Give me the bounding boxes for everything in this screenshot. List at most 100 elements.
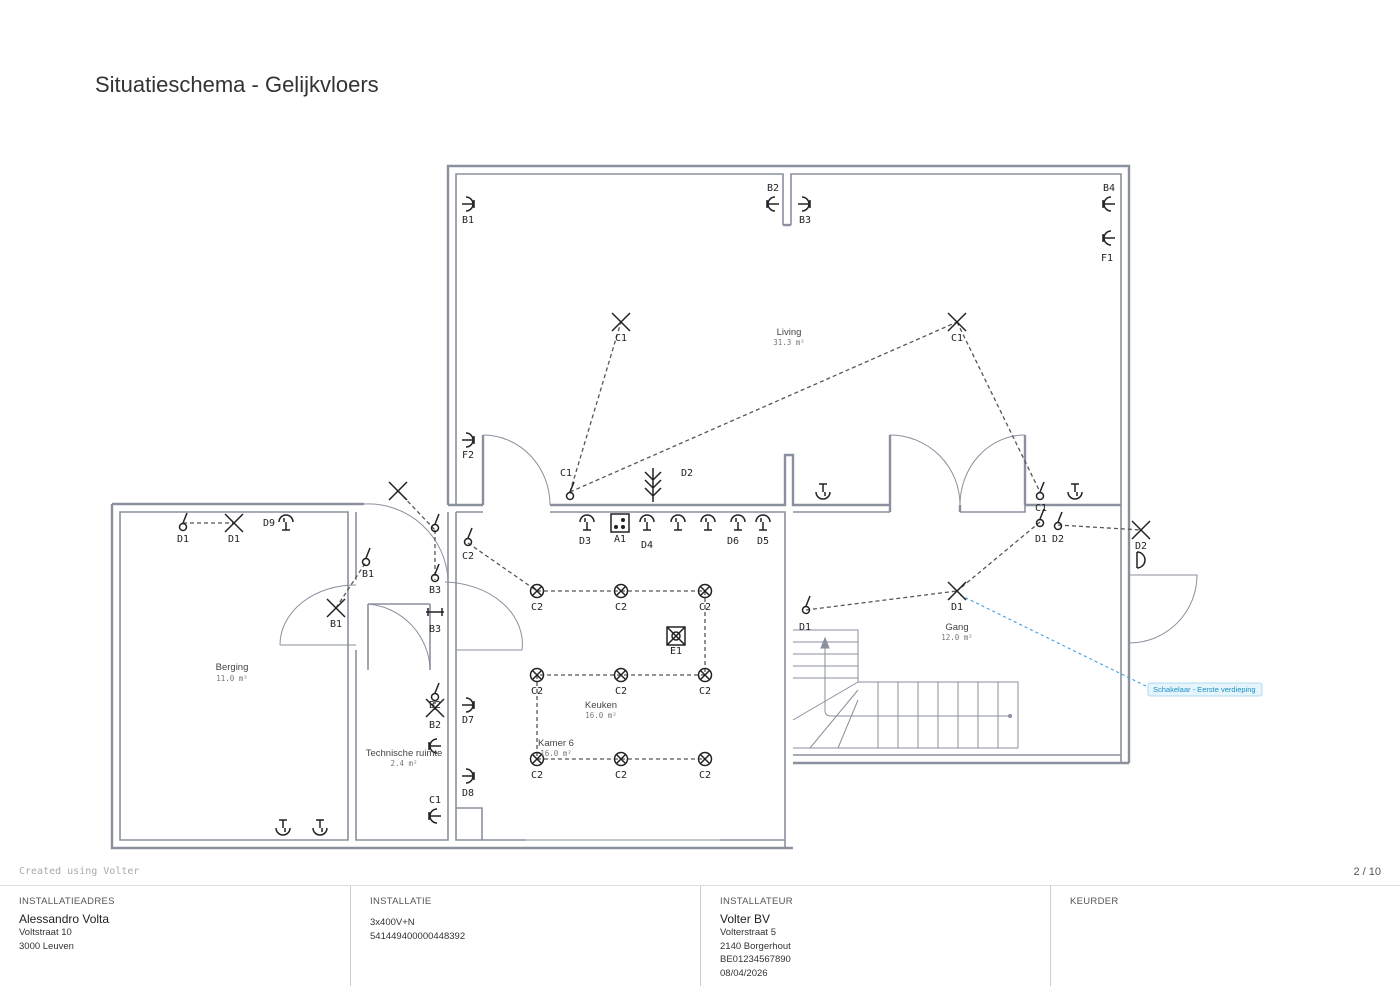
outlet-icon: [797, 196, 811, 212]
page-title: Situatieschema - Gelijkvloers: [95, 72, 379, 97]
outlet-icon: [461, 196, 475, 212]
outlet-icon: [312, 819, 328, 836]
label-c1-living-right: C1: [951, 333, 963, 344]
label-c2-switch: C2: [462, 551, 474, 562]
symbols: B1 B2 B3 B4 F1 F2 C1 C1 C1 D2 C1 D3 A1: [177, 183, 1151, 836]
outlet-icon: [461, 432, 475, 448]
label-c1-tech: C1: [429, 795, 441, 806]
outlet-icon: [730, 514, 746, 531]
client-city: 3000 Leuven: [19, 940, 74, 952]
label-b2-living: B2: [767, 183, 779, 194]
switch-icon: [801, 595, 811, 615]
light-icon: [947, 581, 967, 601]
circuit-lines: [183, 321, 1151, 760]
room-labels: Living 31.3 m² Berging 11.0 m² Keuken 16…: [216, 327, 973, 768]
label-d1-stairs: D1: [799, 622, 811, 633]
switch-annotation-text: Schakelaar - Eerste verdieping: [1153, 685, 1256, 694]
label-c2: C2: [531, 770, 543, 781]
switch-icon: [1053, 511, 1063, 531]
label-b4: B4: [1103, 183, 1115, 194]
switch-icon: [430, 513, 440, 533]
outlet-icon: [755, 514, 771, 531]
outlet-icon: [428, 808, 442, 824]
label-d8: D8: [462, 788, 474, 799]
outlet-icon: [815, 483, 831, 500]
installation-block: INSTALLATIE 3x400V+N 541449400000448392: [350, 886, 700, 986]
label-d1-light: D1: [228, 534, 240, 545]
room-area-berging: 11.0 m²: [216, 674, 248, 683]
label-d4: D4: [641, 540, 653, 551]
label-c2: C2: [615, 602, 627, 613]
room-name-kamer6: Kamer 6: [538, 738, 574, 749]
label-d1-gang: D1: [1035, 534, 1047, 545]
page-number: 2 / 10: [1353, 866, 1381, 878]
label-c2: C2: [699, 770, 711, 781]
label-d9: D9: [263, 518, 275, 529]
room-area-kamer6: 16.0 m²: [540, 749, 572, 758]
spot-icon: [529, 583, 545, 599]
label-c2: C2: [531, 686, 543, 697]
outlet-icon: [1102, 230, 1116, 246]
address-heading: INSTALLATIEADRES: [19, 896, 115, 907]
light-icon: [388, 481, 408, 501]
installer-block: INSTALLATEUR Volter BV Volterstraat 5 21…: [700, 886, 1050, 986]
outlet-icon: [579, 514, 595, 531]
label-b3: B3: [429, 624, 441, 635]
label-f1: F1: [1101, 253, 1113, 264]
switch-icon: [178, 512, 188, 532]
label-b2-switch: B2: [429, 700, 441, 711]
light-icon: [947, 312, 967, 332]
switch-icon: [430, 682, 440, 702]
label-d2-outside: D2: [1135, 541, 1147, 552]
installer-street: Volterstraat 5: [720, 927, 776, 938]
address-block: INSTALLATIEADRES Alessandro Volta Voltst…: [0, 886, 350, 986]
outlet-icon: [1102, 196, 1116, 212]
label-c2: C2: [699, 602, 711, 613]
label-d1-switch: D1: [177, 534, 189, 545]
label-d2-gang: D2: [1052, 534, 1064, 545]
light-icon: [1131, 520, 1151, 540]
installer-date: 08/04/2026: [720, 967, 768, 979]
label-b2: B2: [429, 720, 441, 731]
room-name-technische: Technische ruimte: [366, 748, 443, 759]
label-c1-living-left: C1: [615, 333, 627, 344]
label-d6: D6: [727, 536, 739, 547]
extractor-icon: [666, 626, 686, 646]
label-b3-living: B3: [799, 215, 811, 226]
room-area-keuken: 16.0 m²: [585, 711, 617, 720]
outlet-icon: [639, 514, 655, 531]
room-name-gang: Gang: [945, 622, 968, 633]
label-c1-gang: C1: [1035, 503, 1047, 514]
title-block: INSTALLATIEADRES Alessandro Volta Voltst…: [0, 885, 1400, 991]
client-name: Alessandro Volta: [19, 912, 110, 926]
marker-icon: [426, 608, 444, 616]
installer-vat: BE01234567890: [720, 954, 791, 965]
switch-icon: [361, 547, 371, 567]
installation-type: 3x400V+N: [370, 917, 415, 928]
outlet-icon: [461, 768, 475, 784]
label-d1-gang-light: D1: [951, 602, 963, 613]
label-c2: C2: [615, 770, 627, 781]
doorbell-icon: [1136, 551, 1146, 569]
label-c2: C2: [699, 686, 711, 697]
label-c1-switch: C1: [560, 468, 572, 479]
outlet-icon: [766, 196, 780, 212]
room-area-living: 31.3 m²: [773, 338, 805, 347]
room-name-living: Living: [777, 327, 802, 338]
client-street: Voltstraat 10: [19, 927, 72, 938]
label-b1-living: B1: [462, 215, 474, 226]
outlet-icon: [670, 514, 686, 531]
label-c2: C2: [615, 686, 627, 697]
room-area-technische: 2.4 m²: [390, 759, 417, 768]
label-c2: C2: [531, 602, 543, 613]
installer-name: Volter BV: [720, 912, 771, 926]
label-b1-switch: B1: [362, 569, 374, 580]
label-e1: E1: [670, 646, 682, 657]
outlet-icon: [275, 819, 291, 836]
outlet-icon: [1067, 483, 1083, 500]
light-icon: [326, 598, 346, 618]
created-by: Created using Volter: [19, 866, 140, 877]
label-d3: D3: [579, 536, 591, 547]
switch-icon: [1035, 481, 1045, 501]
switch-annotation[interactable]: Schakelaar - Eerste verdieping: [1147, 682, 1263, 697]
